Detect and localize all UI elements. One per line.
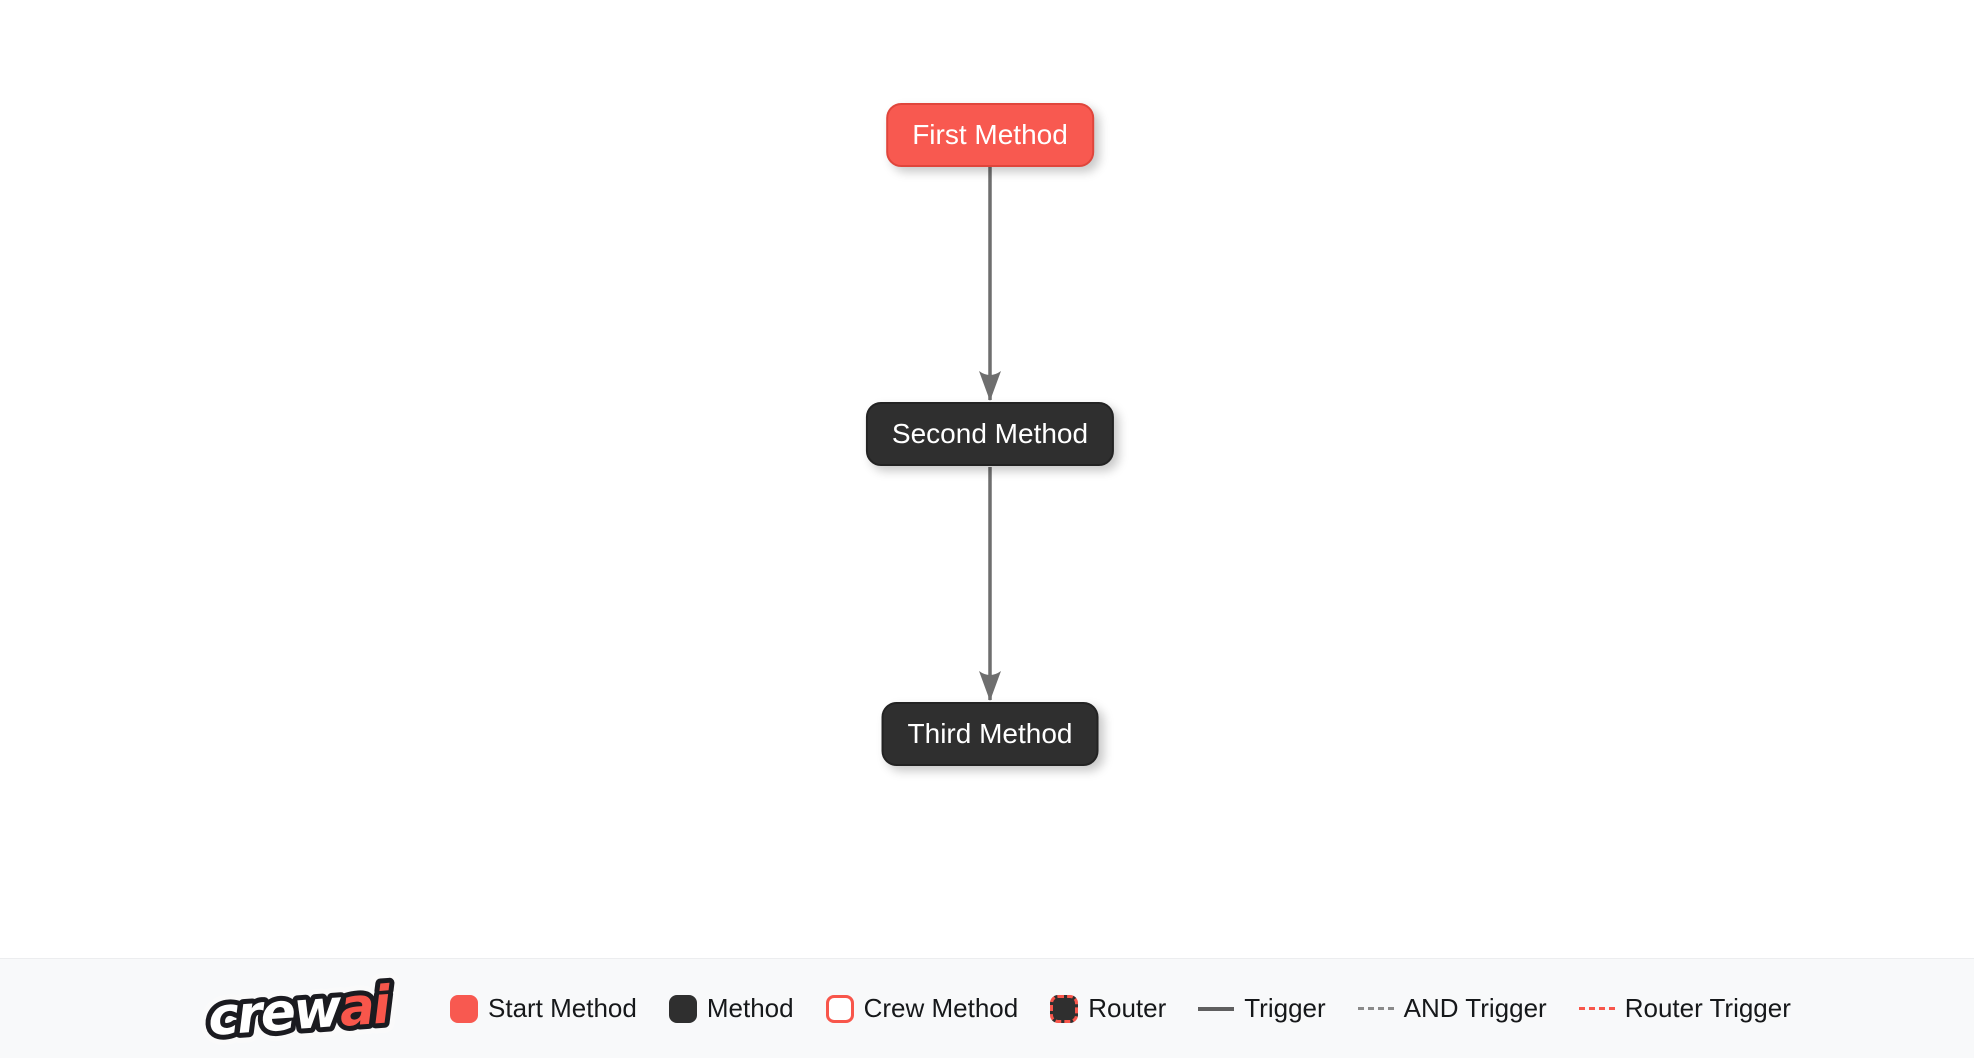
legend-label-trigger: Trigger xyxy=(1244,993,1326,1023)
node-third-method[interactable]: Third Method xyxy=(881,702,1099,766)
arrowhead-icon xyxy=(979,671,1001,701)
legend-item-router-trigger: Router Trigger xyxy=(1578,993,1791,1024)
legend-bar: crewai crewai crewai Start Method Method… xyxy=(0,958,1974,1058)
method-swatch-icon xyxy=(668,994,697,1023)
edge-second-to-third xyxy=(979,467,1001,701)
legend-label-crew-method: Crew Method xyxy=(863,993,1019,1023)
legend-label-start-method: Start Method xyxy=(488,993,637,1023)
legend-item-and-trigger: AND Trigger xyxy=(1357,993,1547,1024)
router-trigger-line-icon xyxy=(1578,1006,1615,1011)
legend-label-router-trigger: Router Trigger xyxy=(1624,993,1791,1023)
router-swatch-icon xyxy=(1050,994,1079,1023)
legend-label-router: Router xyxy=(1088,993,1167,1023)
trigger-line-icon xyxy=(1198,1006,1235,1011)
legend-item-router: Router xyxy=(1050,993,1166,1024)
legend-label-and-trigger: AND Trigger xyxy=(1403,993,1547,1023)
start-method-swatch-icon xyxy=(450,994,478,1023)
crewai-logo: crewai crewai crewai xyxy=(200,966,404,1052)
node-first-method[interactable]: First Method xyxy=(886,103,1094,167)
logo-text: crewai xyxy=(206,975,394,1048)
edge-first-to-second xyxy=(979,167,1001,401)
legend-item-trigger: Trigger xyxy=(1198,993,1326,1024)
logo-text-crew: crew xyxy=(206,978,345,1047)
legend-item-start-method: Start Method xyxy=(450,993,637,1024)
legend-item-method: Method xyxy=(668,993,794,1024)
and-trigger-line-icon xyxy=(1357,1006,1394,1011)
node-second-method[interactable]: Second Method xyxy=(865,402,1115,466)
legend-item-crew-method: Crew Method xyxy=(825,993,1019,1024)
logo-text-ai: ai xyxy=(338,975,394,1038)
legend-label-method: Method xyxy=(706,993,794,1023)
crew-method-swatch-icon xyxy=(825,994,854,1023)
arrowhead-icon xyxy=(979,371,1001,401)
